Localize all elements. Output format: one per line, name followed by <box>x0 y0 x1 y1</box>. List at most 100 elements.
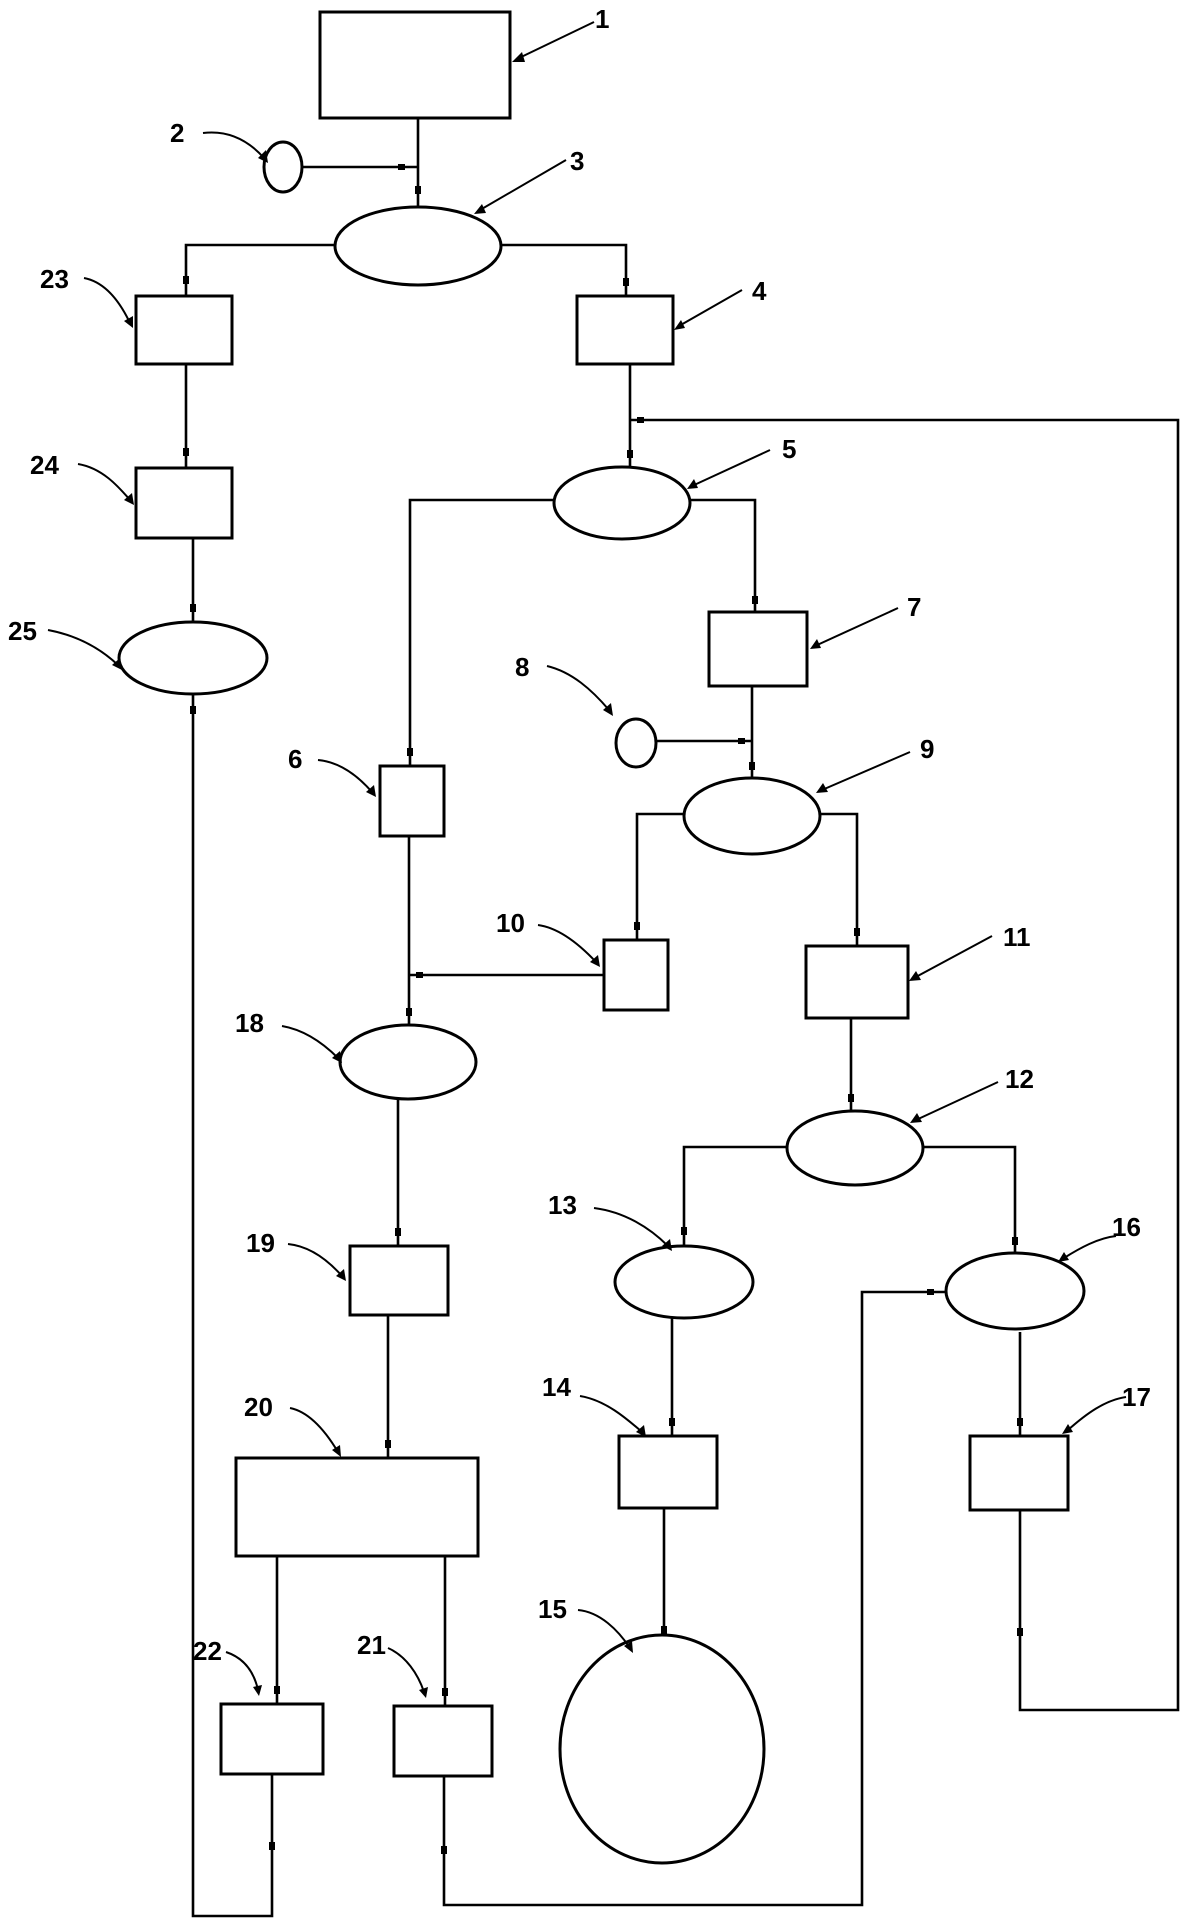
leader-3 <box>479 159 567 211</box>
leader-20-arrowhead <box>332 1445 341 1457</box>
leader-25-arrowhead <box>112 658 122 670</box>
marker-dot <box>752 596 758 604</box>
box-1 <box>318 10 512 120</box>
leader-5 <box>691 449 771 487</box>
label-16: 16 <box>1112 1212 1141 1242</box>
marker-dot <box>442 1688 448 1696</box>
marker-dot <box>661 1626 667 1634</box>
label-13: 13 <box>548 1190 577 1220</box>
box-4 <box>575 294 675 366</box>
marker-dot <box>183 448 189 456</box>
marker-dot <box>395 1228 401 1236</box>
marker-dot <box>637 417 644 423</box>
leader-18-arrowhead <box>332 1051 342 1063</box>
marker-dot <box>854 928 860 936</box>
leader-13 <box>593 1207 669 1247</box>
leader-12-arrowhead <box>910 1113 922 1123</box>
leader-2-arrowhead <box>258 150 268 163</box>
leader-5-arrowhead <box>687 479 698 489</box>
leader-2 <box>202 131 265 159</box>
label-20: 20 <box>244 1392 273 1422</box>
leader-1-arrowhead <box>512 52 525 62</box>
ellipse-12 <box>785 1109 925 1187</box>
circle-8 <box>614 717 658 769</box>
marker-dot <box>407 748 413 756</box>
marker-dot <box>415 186 421 194</box>
label-8: 8 <box>515 652 529 682</box>
label-7: 7 <box>907 592 921 622</box>
connector-3-to-4 <box>494 243 628 296</box>
box-19 <box>348 1244 450 1317</box>
leader-19 <box>287 1243 343 1277</box>
leader-17-arrowhead <box>1062 1424 1073 1434</box>
leader-4-arrowhead <box>674 320 685 330</box>
leader-15 <box>577 1609 631 1649</box>
ellipse-18 <box>338 1023 478 1101</box>
leader-24-arrowhead <box>124 493 134 505</box>
leader-19-arrowhead <box>336 1269 346 1281</box>
ellipse-3 <box>333 205 503 287</box>
label-14: 14 <box>542 1372 571 1402</box>
ellipse-9 <box>682 776 822 856</box>
leader-17 <box>1067 1396 1127 1431</box>
leader-21 <box>387 1647 425 1693</box>
leader-22-arrowhead <box>253 1685 262 1696</box>
marker-dot <box>190 604 196 612</box>
leader-24 <box>77 463 131 501</box>
marker-dot <box>681 1227 687 1235</box>
marker-dot <box>623 278 629 286</box>
leader-7 <box>814 607 899 647</box>
marker-dot <box>669 1418 675 1426</box>
box-23 <box>134 294 234 366</box>
leader-11-arrowhead <box>909 971 921 981</box>
label-12: 12 <box>1005 1064 1034 1094</box>
leader-lines <box>47 21 1127 1698</box>
leader-15-arrowhead <box>624 1641 633 1653</box>
label-17: 17 <box>1122 1382 1151 1412</box>
marker-dot <box>927 1289 934 1295</box>
label-2: 2 <box>170 118 184 148</box>
leader-25 <box>47 629 119 666</box>
marker-dot <box>416 972 423 978</box>
box-6 <box>378 764 446 838</box>
connector-12-to-13 <box>682 1145 788 1245</box>
marker-dot <box>738 738 745 744</box>
leader-23 <box>83 277 131 324</box>
ellipse-13 <box>613 1244 755 1320</box>
box-14 <box>617 1434 719 1510</box>
leader-23-arrowhead <box>124 316 133 328</box>
connector-5-to-7 <box>686 498 757 612</box>
leader-10-arrowhead <box>590 955 600 967</box>
marker-dot <box>190 706 196 714</box>
leader-12 <box>915 1081 999 1121</box>
leader-6-arrowhead <box>366 785 376 797</box>
marker-dot <box>749 762 755 770</box>
label-24: 24 <box>30 450 59 480</box>
label-22: 22 <box>193 1636 222 1666</box>
leader-22 <box>225 1651 259 1691</box>
leader-16 <box>1063 1235 1117 1259</box>
leader-6 <box>317 759 373 793</box>
leader-14-arrowhead <box>636 1425 646 1437</box>
leader-7-arrowhead <box>810 639 821 649</box>
box-24 <box>134 466 234 540</box>
box-22 <box>219 1702 325 1776</box>
marker-dot <box>274 1686 280 1694</box>
leader-16-arrowhead <box>1058 1252 1069 1262</box>
connector-3-to-23 <box>184 243 335 296</box>
leader-9-arrowhead <box>816 783 828 793</box>
leader-20 <box>289 1407 339 1453</box>
label-6: 6 <box>288 744 302 774</box>
label-11: 11 <box>1003 922 1031 952</box>
circle-15 <box>558 1633 766 1865</box>
label-3: 3 <box>570 146 584 176</box>
circle-2 <box>262 140 304 194</box>
marker-dot <box>398 164 405 170</box>
leader-1 <box>516 21 595 60</box>
label-5: 5 <box>782 434 796 464</box>
ellipse-5 <box>552 465 692 541</box>
label-19: 19 <box>246 1228 275 1258</box>
label-9: 9 <box>920 734 934 764</box>
leader-8-arrowhead <box>603 703 613 716</box>
